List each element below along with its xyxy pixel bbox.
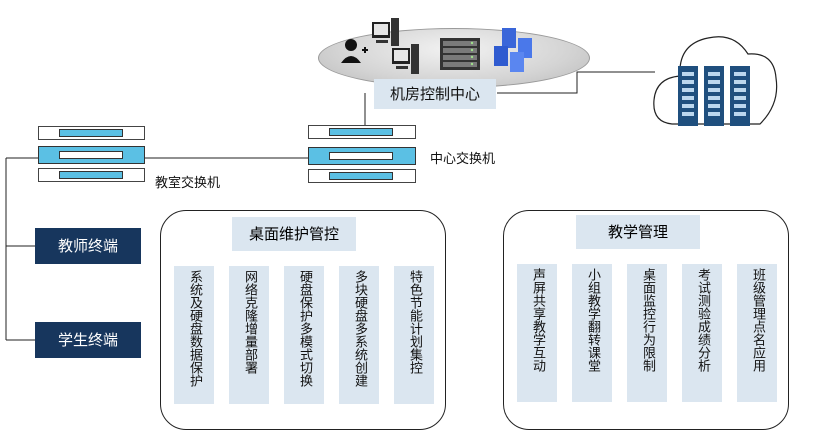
desktop-item: 特色节能计划集控 (394, 266, 434, 404)
computer-icon (392, 42, 420, 76)
rack-server-icon (440, 38, 480, 74)
user-add-icon (340, 38, 370, 64)
teaching-item: 班级管理点名应用 (737, 264, 777, 402)
teaching-item: 声屏共享教学互动 (517, 264, 557, 402)
rack-server-icon (676, 66, 754, 128)
core-switch-label: 中心交换机 (430, 148, 495, 167)
database-icon (490, 28, 536, 74)
control-center-label: 机房控制中心 (374, 79, 496, 109)
teaching-management-title: 教学管理 (576, 215, 700, 249)
teaching-item: 小组教学翻转课堂 (572, 264, 612, 402)
teaching-item: 考试测验成绩分析 (682, 264, 722, 402)
desktop-item: 系统及硬盘数据保护 (174, 266, 214, 404)
student-terminal: 学生终端 (35, 322, 141, 358)
teacher-terminal: 教师终端 (35, 228, 141, 264)
desktop-item: 网络克隆增量部署 (229, 266, 269, 404)
desktop-item: 多块硬盘多系统创建 (339, 266, 379, 404)
classroom-switch-label: 教室交换机 (155, 172, 220, 191)
teaching-item: 桌面监控行为限制 (627, 264, 667, 402)
desktop-maintenance-title: 桌面维护管控 (232, 217, 356, 251)
desktop-item: 硬盘保护多模式切换 (284, 266, 324, 404)
